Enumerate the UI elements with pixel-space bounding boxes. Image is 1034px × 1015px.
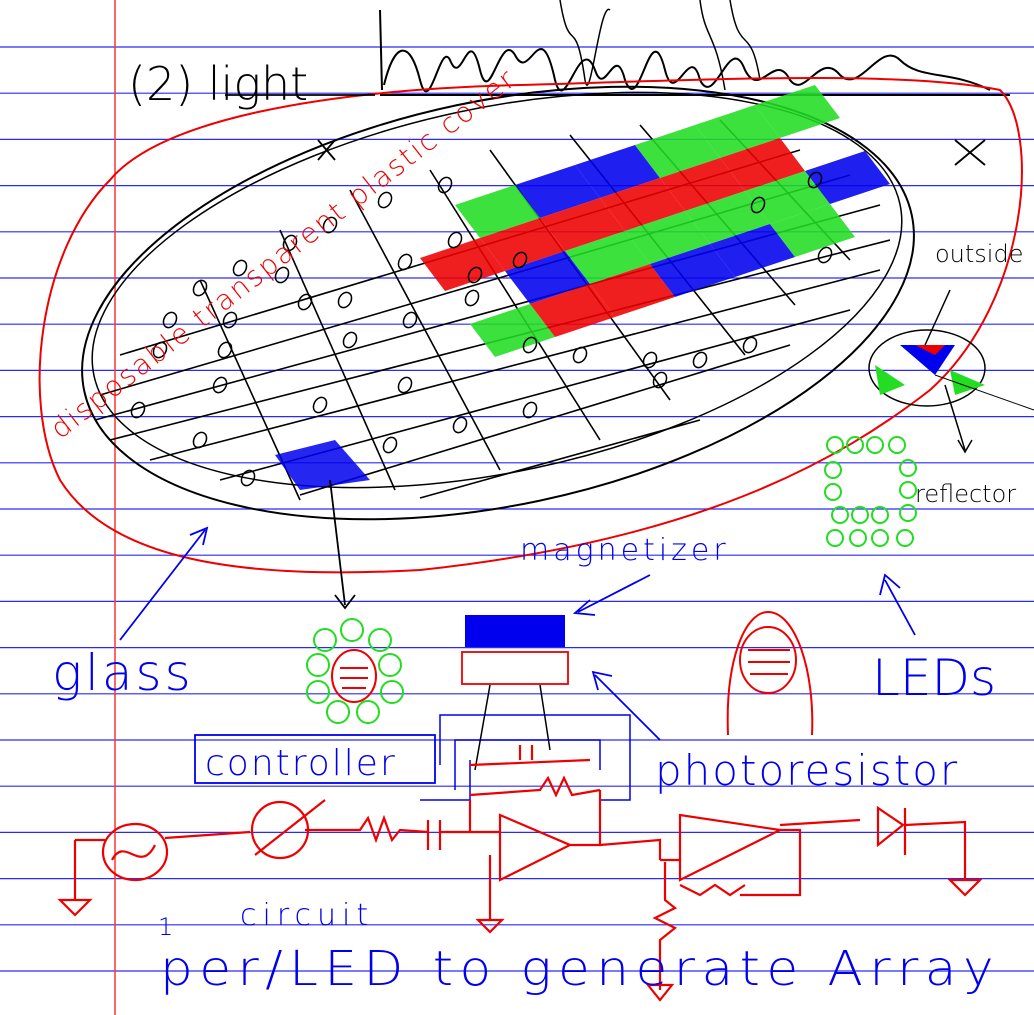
grid-dot (750, 196, 766, 214)
outside-led-pod (868, 289, 1034, 454)
control-wiring (420, 714, 631, 801)
tile-red (420, 238, 505, 291)
grid-dot (212, 376, 228, 394)
grid-dot (642, 351, 658, 369)
grid-dot (464, 289, 480, 307)
tile-red (720, 138, 805, 191)
controller-box (194, 734, 436, 784)
grid-dot (742, 336, 758, 354)
tile-blue (515, 165, 600, 218)
tile-green (635, 125, 720, 178)
led-cluster (306, 618, 404, 724)
grid-dot (652, 371, 668, 389)
grid-dot (452, 416, 468, 434)
leds-label: LEDs (872, 649, 996, 707)
dish-outer-rim (81, 85, 915, 521)
grid-dot (467, 266, 483, 284)
tile-green (695, 105, 780, 158)
grid-dot (217, 341, 233, 359)
arrow-tile-to-photoresistor (329, 479, 356, 610)
tile-red (480, 218, 565, 271)
grid-dot (692, 351, 708, 369)
tile-blue (710, 224, 795, 277)
dish-inner-rim (91, 91, 903, 489)
grid-dot (274, 266, 290, 284)
tile-blue (575, 145, 660, 198)
outside-label: outside (935, 240, 1023, 268)
tile-red (590, 264, 675, 317)
grid-dot (447, 231, 463, 249)
tile-green (565, 231, 650, 284)
grid-dot (382, 436, 398, 454)
color-tiles (420, 85, 890, 357)
grid-dot (240, 469, 256, 487)
glass-label: glass (52, 644, 194, 702)
grid-dot (402, 311, 418, 329)
tile-green (685, 191, 770, 244)
grid-dot (397, 376, 413, 394)
grid-dot (522, 336, 538, 354)
ruled-lines (0, 46, 1034, 972)
grid-dot (312, 396, 328, 414)
tile-green (470, 304, 555, 357)
blue-tile-selected (275, 440, 370, 490)
grid-dot (342, 331, 358, 349)
tile-red (540, 198, 625, 251)
led-digit-ring (824, 436, 917, 547)
x-mark-right (954, 139, 986, 166)
tile-blue (505, 251, 590, 304)
grid-dot (522, 401, 538, 419)
grid-dot (437, 176, 453, 194)
grid-dot (192, 431, 208, 449)
grid-dot (377, 191, 393, 209)
grid-dot (807, 171, 823, 189)
tile-green (770, 204, 855, 257)
grid-dot (572, 346, 588, 364)
arrow-leds (879, 573, 916, 636)
grid-dot (130, 401, 146, 419)
reflector-label: reflector (915, 480, 1016, 508)
grid-dot (322, 216, 338, 234)
arrow-magnetizer (572, 574, 651, 616)
amplifier-circuit (57, 745, 983, 1002)
grid-dot (192, 279, 208, 297)
grid-dot (282, 234, 298, 252)
x-mark-left (317, 139, 336, 161)
circuit-label: circuit (240, 898, 374, 933)
plastic-cover-outline (38, 77, 1023, 574)
arrow-photoresistor (591, 670, 661, 741)
grid-dots (130, 171, 833, 487)
tile-red (530, 284, 615, 337)
tile-green (625, 211, 710, 264)
magnetizer-label: magnetizer (520, 533, 730, 568)
photoresistor-shape (726, 610, 814, 736)
grid-dot (817, 246, 833, 264)
controller-label: controller (205, 743, 397, 784)
grid-dot (152, 341, 168, 359)
per-led-label: per/LED to generate Array (160, 941, 1000, 997)
arrow-glass (119, 526, 209, 641)
magnetizer-block (461, 615, 569, 685)
tile-blue (650, 244, 735, 297)
heading-label: (2) light (128, 57, 308, 111)
grid-dot (337, 291, 353, 309)
grid-dot (162, 311, 178, 329)
grid-dot (397, 253, 413, 271)
grid-dot (232, 259, 248, 277)
grid-dot (297, 293, 313, 311)
tile-blue (805, 151, 890, 204)
light-waveform-back (559, 0, 761, 91)
circuit-number: 1 (158, 913, 173, 941)
tile-green (455, 185, 540, 238)
grid-dot (512, 251, 528, 269)
tile-red (600, 178, 685, 231)
photoresistor-label: photoresistor (655, 746, 959, 795)
magnetizer-leads (474, 684, 551, 771)
tile-red (660, 158, 745, 211)
grid-dot (222, 311, 238, 329)
tile-green (755, 85, 840, 138)
